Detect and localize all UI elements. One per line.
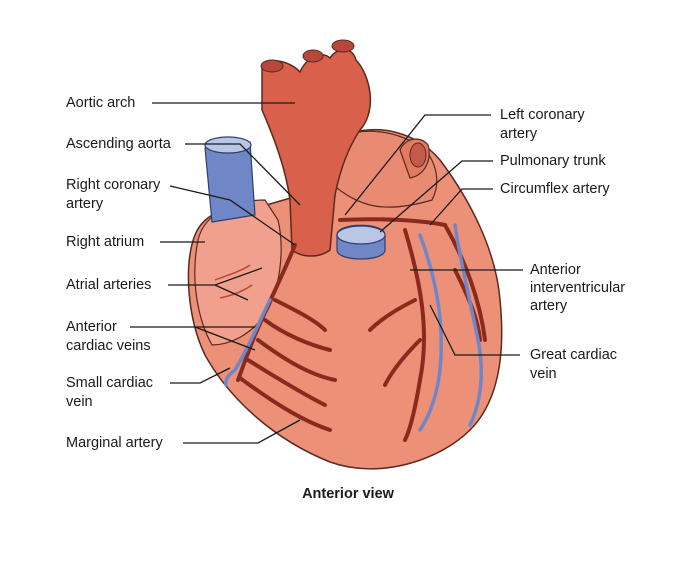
leader-pulmonary-trunk bbox=[379, 160, 493, 233]
leader-left-coronary-artery bbox=[344, 114, 491, 216]
right-atrium-shape bbox=[194, 199, 282, 346]
label-anterior-cardiac-veins-line2: cardiac veins bbox=[66, 338, 151, 354]
superior-vena-cava-opening bbox=[204, 136, 252, 154]
label-pulmonary-trunk: Pulmonary trunk bbox=[500, 153, 606, 169]
figure-caption: Anterior view bbox=[302, 486, 394, 502]
label-ascending-aorta: Ascending aorta bbox=[66, 136, 171, 152]
left-carotid-opening bbox=[302, 49, 324, 63]
aorta bbox=[261, 48, 372, 257]
label-left-coronary-artery-line2: artery bbox=[500, 126, 538, 142]
label-small-cardiac-vein-line1: Small cardiac bbox=[66, 375, 154, 391]
leader-great-cardiac-vein bbox=[429, 304, 520, 356]
label-aortic-arch: Aortic arch bbox=[66, 95, 136, 111]
leader-marginal-artery bbox=[183, 419, 301, 444]
leader-circumflex-artery bbox=[429, 188, 493, 226]
cardiac-veins bbox=[224, 223, 483, 432]
atrial-artery-branches bbox=[214, 264, 253, 299]
leader-anterior-cardiac-veins bbox=[130, 326, 256, 351]
leader-right-coronary-artery bbox=[169, 185, 296, 246]
label-left-coronary-artery-line1: Left coronary bbox=[500, 107, 585, 123]
pulmonary-vein-opening bbox=[409, 142, 427, 168]
brachiocephalic-opening bbox=[260, 59, 284, 73]
label-atrial-arteries: Atrial arteries bbox=[66, 277, 152, 293]
label-anterior-interventricular-artery-line3: artery bbox=[530, 298, 568, 314]
leader-ascending-aorta bbox=[185, 143, 301, 206]
label-marginal-artery: Marginal artery bbox=[66, 435, 163, 451]
leader-lines bbox=[130, 102, 523, 444]
label-anterior-interventricular-artery-line2: interventricular bbox=[530, 280, 626, 296]
leader-small-cardiac-vein bbox=[170, 367, 231, 384]
label-small-cardiac-vein-line2: vein bbox=[66, 394, 93, 410]
left-subclavian-opening bbox=[331, 39, 355, 53]
pulmonary-trunk-opening bbox=[336, 225, 386, 245]
label-anterior-interventricular-artery-line1: Anterior bbox=[530, 262, 581, 278]
label-circumflex-artery: Circumflex artery bbox=[500, 181, 610, 197]
label-great-cardiac-vein-line2: vein bbox=[530, 366, 557, 382]
label-anterior-cardiac-veins-line1: Anterior bbox=[66, 319, 117, 335]
label-great-cardiac-vein-line1: Great cardiac bbox=[530, 347, 618, 363]
leader-atrial-arteries bbox=[168, 267, 263, 301]
label-right-coronary-artery-line1: Right coronary bbox=[66, 177, 161, 193]
label-right-atrium: Right atrium bbox=[66, 234, 145, 250]
label-right-coronary-artery-line2: artery bbox=[66, 196, 104, 212]
superior-vena-cava bbox=[204, 141, 256, 223]
